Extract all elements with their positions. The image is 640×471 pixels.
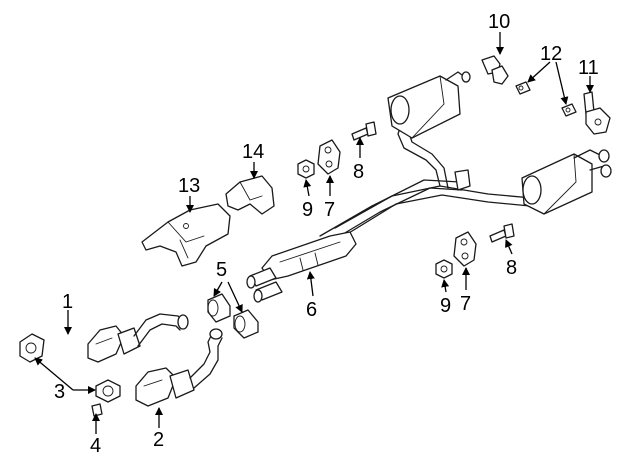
stud [91, 403, 103, 417]
callout-9-upper: 9 [302, 199, 313, 221]
callout-8-lower: 8 [506, 257, 517, 279]
muffler-upper [387, 71, 471, 139]
callout-10: 10 [488, 11, 510, 33]
callout-13: 13 [178, 175, 200, 197]
callout-4: 4 [90, 435, 101, 457]
leader-lines [34, 32, 594, 434]
gasket-right [95, 379, 121, 403]
callout-2: 2 [153, 429, 164, 451]
nut-upper [297, 159, 315, 179]
callout-7-upper: 7 [324, 199, 335, 221]
callout-3: 3 [54, 381, 65, 403]
bolt-lower [489, 223, 515, 243]
callout-1: 1 [62, 291, 73, 313]
bolt-left [515, 81, 531, 95]
gasket-left [19, 333, 45, 363]
clamp-upper [207, 293, 231, 323]
insulator-lower [453, 231, 477, 267]
exhaust-pipe-assembly [246, 115, 533, 303]
callout-8-upper: 8 [353, 161, 364, 183]
nut-lower [435, 259, 453, 279]
callout-12: 12 [540, 43, 562, 65]
catalytic-converter-left [87, 313, 189, 363]
callout-labels: 1 2 3 4 5 6 7 7 8 8 9 9 10 11 12 13 14 [54, 11, 599, 457]
rear-hanger [583, 91, 611, 135]
callout-5: 5 [216, 259, 227, 281]
bolt-right [561, 103, 577, 117]
catalytic-converter-right [135, 328, 223, 407]
callout-11: 11 [578, 57, 599, 79]
insulator-upper [317, 139, 341, 175]
bolt-upper [351, 121, 377, 141]
heat-shield-small [225, 175, 275, 215]
heat-shield-large [141, 203, 231, 267]
muffler-rear [521, 149, 612, 215]
callout-9-lower: 9 [440, 295, 451, 317]
callout-6: 6 [306, 299, 317, 321]
hanger-bracket [481, 55, 509, 85]
clamp-lower [233, 309, 259, 339]
callout-14: 14 [242, 141, 264, 163]
callout-7-lower: 7 [460, 293, 471, 315]
